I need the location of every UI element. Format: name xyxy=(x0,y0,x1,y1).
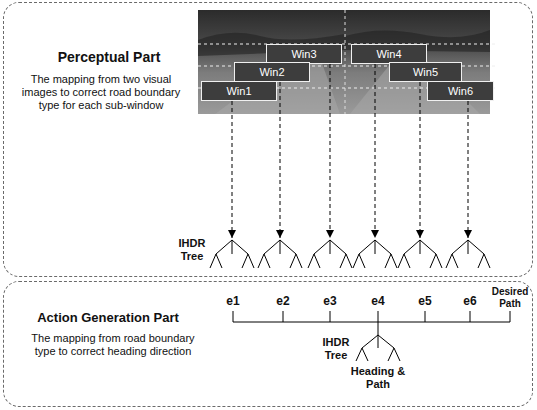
annotation-label: Heading & Path xyxy=(347,365,409,390)
bus-drop xyxy=(378,311,379,335)
bus-drop xyxy=(425,311,426,322)
input-symbol: e5 xyxy=(413,295,437,309)
road-image xyxy=(198,10,495,114)
input-symbol: e1 xyxy=(221,295,245,309)
action-bus xyxy=(233,311,510,361)
window-box: Win2 xyxy=(234,62,310,82)
tree-symbol xyxy=(356,335,400,361)
tree-symbol xyxy=(353,240,397,268)
bus-drop xyxy=(283,311,284,322)
window-label: Win3 xyxy=(291,48,316,61)
row-guide xyxy=(198,44,495,45)
window-box: Win6 xyxy=(427,81,494,101)
input-symbol: e4 xyxy=(366,295,390,309)
tree-symbol xyxy=(398,240,442,268)
input-symbol: e2 xyxy=(271,295,295,309)
bus-drop xyxy=(510,311,511,322)
window-box: Win4 xyxy=(351,44,427,64)
part-region: Perceptual PartThe mapping from two visu… xyxy=(3,2,533,277)
annotation-label: IHDR Tree xyxy=(174,237,210,262)
leader-arrow xyxy=(420,82,421,238)
tree-symbol xyxy=(258,240,302,268)
window-label: Win6 xyxy=(448,85,473,98)
window-label: Win1 xyxy=(226,85,251,98)
window-box: Win1 xyxy=(201,81,277,101)
leader-arrow xyxy=(375,64,376,238)
window-label: Win5 xyxy=(413,66,438,79)
annotation-label: Desired Path xyxy=(489,286,531,309)
part-description: The mapping from road boundary type to c… xyxy=(28,332,198,358)
tree-symbols xyxy=(210,240,490,268)
part-description: The mapping from two visual images to co… xyxy=(16,73,186,112)
leader-arrow xyxy=(330,64,331,238)
left-photo xyxy=(198,10,345,114)
image-divider xyxy=(345,10,346,114)
part-region: Action Generation PartThe mapping from r… xyxy=(3,281,533,407)
input-symbol: e3 xyxy=(318,295,342,309)
tree-symbol xyxy=(446,240,490,268)
bus-drop xyxy=(330,311,331,322)
window-box: Win5 xyxy=(389,62,462,82)
window-box: Win3 xyxy=(266,44,342,64)
part-heading: Action Generation Part xyxy=(18,310,198,326)
bus-drop xyxy=(233,311,234,322)
window-label: Win4 xyxy=(376,48,401,61)
input-symbol: e6 xyxy=(458,295,482,309)
tree-symbol xyxy=(210,240,254,268)
part-heading: Perceptual Part xyxy=(34,49,184,66)
leader-arrow xyxy=(280,82,281,238)
bus-line xyxy=(233,322,510,323)
tree-symbol xyxy=(308,240,352,268)
leader-arrow xyxy=(468,101,469,238)
window-label: Win2 xyxy=(259,66,284,79)
bus-drop xyxy=(470,311,471,322)
leader-arrow xyxy=(232,101,233,238)
annotation-label: IHDR Tree xyxy=(316,336,356,361)
